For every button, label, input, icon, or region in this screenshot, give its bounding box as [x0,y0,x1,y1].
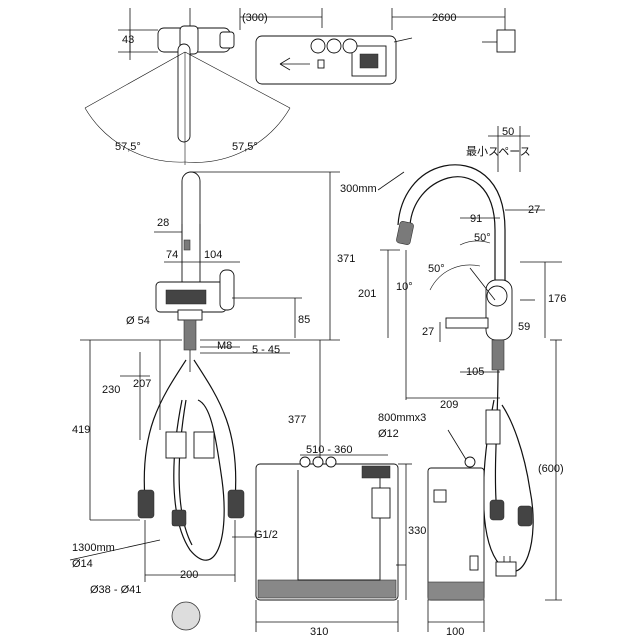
label-377: 377 [288,414,306,426]
label-5-45: 5 - 45 [252,344,280,356]
label-176: 176 [548,293,566,305]
front-dimension-lines [69,171,340,561]
label-m8: M8 [217,340,232,352]
label-50deg-b: 50° [428,263,445,275]
label-14: Ø14 [72,558,93,570]
top-view-box [255,8,516,85]
label-209: 209 [440,399,458,411]
label-54: Ø 54 [126,315,150,327]
label-600: (600) [538,463,564,475]
label-59: 59 [518,321,530,333]
label-85: 85 [298,314,310,326]
label-200: 200 [180,569,198,581]
label-27b: 27 [422,326,434,338]
label-207: 207 [133,378,151,390]
label-28: 28 [157,217,169,229]
label-2600: 2600 [432,12,456,24]
label-800mmx3: 800mmx3 [378,412,426,424]
side-view-faucet [396,164,534,577]
front-view-faucet [137,171,245,631]
label-angle-left: 57,5° [115,141,141,153]
label-230: 230 [102,384,120,396]
side-dimension-lines [377,126,562,601]
label-300mm: 300mm [340,183,377,195]
label-300: (300) [242,12,268,24]
label-angle-right: 57,5° [232,141,258,153]
label-50deg-a: 50° [474,232,491,244]
label-330: 330 [408,525,426,537]
label-91: 91 [470,213,482,225]
label-min-space: 最小スペース [466,145,531,158]
label-104: 104 [204,249,222,261]
top-view-faucet [84,8,323,165]
dimension-labels: (300) 2600 43 57,5° 57,5° 50 最小スペース 300m… [72,12,566,638]
label-38-41: Ø38 - Ø41 [90,584,141,596]
label-74: 74 [166,249,178,261]
label-27a: 27 [528,204,540,216]
label-310: 310 [310,626,328,638]
label-201: 201 [358,288,376,300]
label-g12: G1/2 [254,529,278,541]
label-105: 105 [466,366,484,378]
label-50: 50 [502,126,514,138]
label-43: 43 [122,34,134,46]
label-12: Ø12 [378,428,399,440]
label-419: 419 [72,424,90,436]
label-1300mm: 1300mm [72,542,115,554]
label-10deg: 10° [396,281,413,293]
label-100: 100 [446,626,464,638]
filter-box-front [255,454,412,632]
label-371: 371 [337,253,355,265]
label-510-360: 510 - 360 [306,444,352,456]
filter-box-side [427,456,485,632]
